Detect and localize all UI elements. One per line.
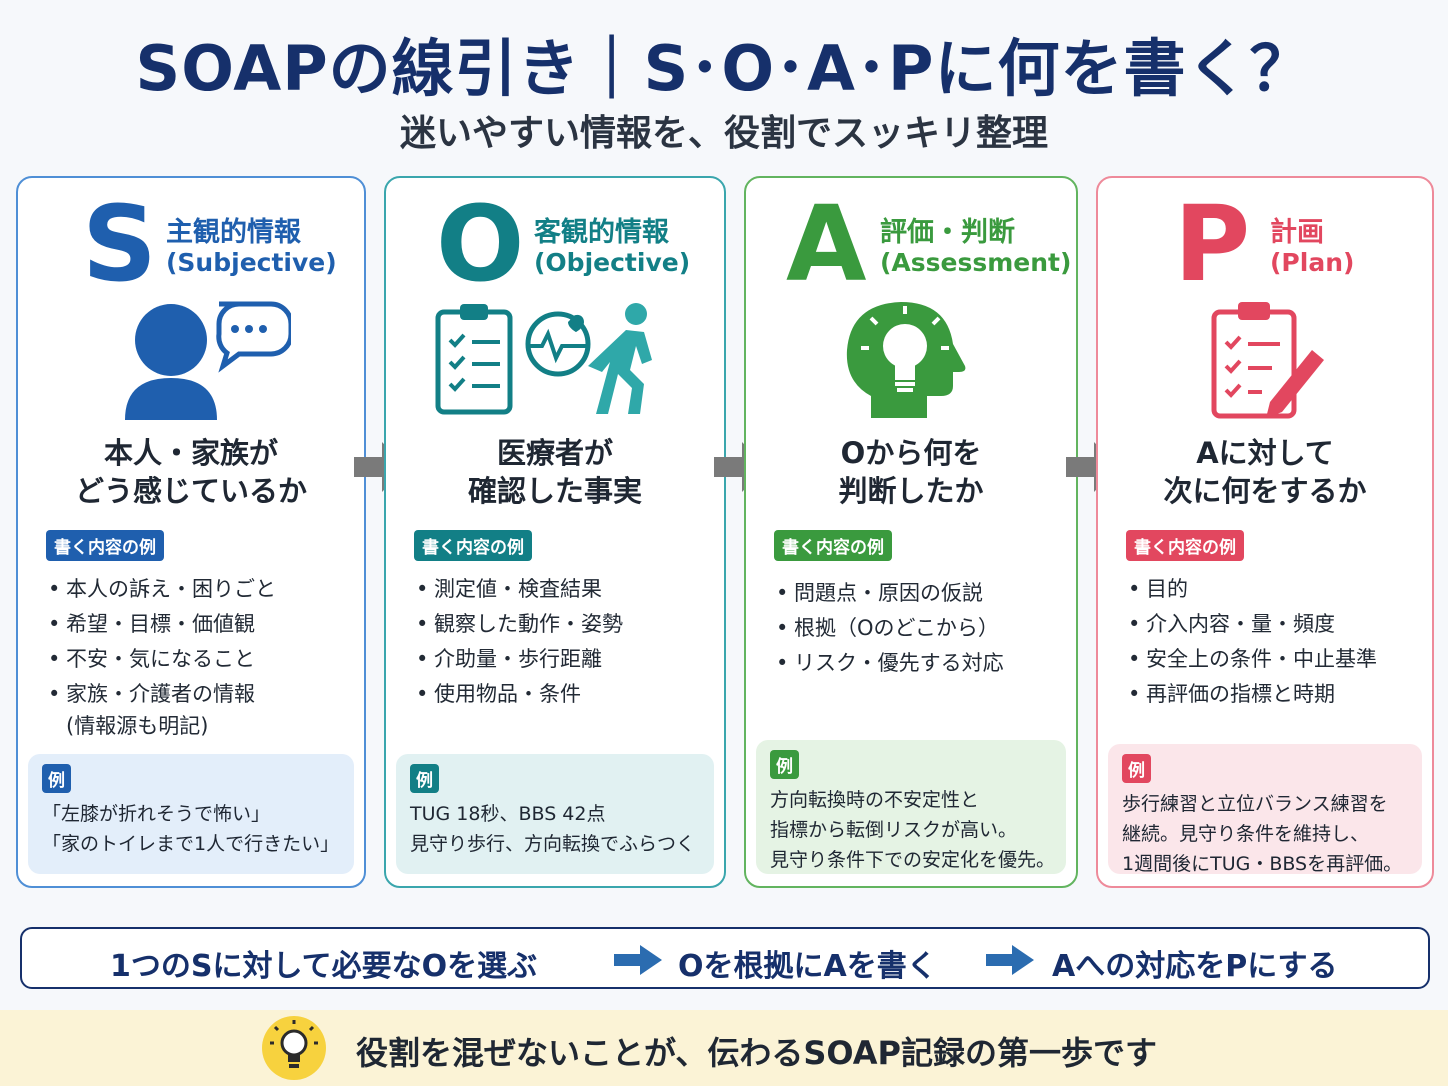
example-tag: 例	[42, 764, 71, 793]
card-main-text: 医療者が 確認した事実	[467, 436, 642, 508]
list-item: 家族・介護者の情報(情報源も明記)	[46, 677, 276, 740]
example-line: 方向転換時の不安定性と	[770, 789, 980, 811]
example-line: TUG 18秒、BBS 42点	[410, 803, 606, 825]
arrow-right-icon	[986, 945, 1034, 975]
person-speech-bubble-icon	[18, 298, 364, 428]
footer-banner: 役割を混ぜないことが、伝わるSOAP記録の第一歩です	[0, 1010, 1448, 1086]
card-letter: O	[436, 183, 525, 305]
card-objective: O 客観的情報 (Objective) 医療者が 確認した事実 書く内容の例 測…	[384, 176, 726, 888]
list-item: 根拠（Oのどこから）	[774, 611, 1004, 646]
card-heading-en: (Assessment)	[880, 248, 1072, 277]
list-item: 希望・目標・価値観	[46, 607, 276, 642]
content-list: 問題点・原因の仮説 根拠（Oのどこから） リスク・優先する対応	[774, 576, 1004, 681]
example-tag: 例	[1122, 754, 1151, 783]
clipboard-pencil-icon	[1098, 298, 1432, 428]
example-line: 継続。見守り条件を維持し、	[1122, 823, 1370, 845]
example-line: 見守り歩行、方向転換でふらつく	[410, 833, 696, 855]
arrow-right-icon	[614, 945, 662, 975]
content-list: 本人の訴え・困りごと 希望・目標・価値観 不安・気になること 家族・介護者の情報…	[46, 572, 276, 740]
card-main-text: Oから何を 判断したか	[838, 436, 984, 508]
card-letter: A	[786, 183, 867, 305]
examples-label: 書く内容の例	[1126, 530, 1244, 561]
examples-label: 書く内容の例	[414, 530, 532, 561]
example-line: 「家のトイレまで1人で行きたい」	[42, 833, 340, 855]
list-item: リスク・優先する対応	[774, 646, 1004, 681]
examples-label: 書く内容の例	[46, 530, 164, 561]
example-box: 例 方向転換時の不安定性と 指標から転倒リスクが高い。 見守り条件下での安定化を…	[756, 740, 1066, 874]
list-item: 目的	[1126, 572, 1377, 607]
card-plan: P 計画 (Plan) Aに対して 次に何をするか 書く内容の例 目的 介入内容…	[1096, 176, 1434, 888]
list-item: 観察した動作・姿勢	[414, 607, 623, 642]
example-box: 例 「左膝が折れそうで怖い」 「家のトイレまで1人で行きたい」	[28, 754, 354, 874]
flow-step-1: 1つのSに対して必要なOを選ぶ	[110, 949, 538, 984]
page-title: SOAPの線引き｜S･O･A･Pに何を書く？	[135, 32, 1313, 105]
list-item: 再評価の指標と時期	[1126, 677, 1377, 712]
head-lightbulb-icon	[746, 298, 1076, 428]
list-item: 安全上の条件・中止基準	[1126, 642, 1377, 677]
list-item: 介入内容・量・頻度	[1126, 607, 1377, 642]
example-line: 歩行練習と立位バランス練習を	[1122, 793, 1388, 815]
flow-step-2: Oを根拠にAを書く	[678, 949, 937, 984]
card-letter: P	[1174, 183, 1251, 305]
example-tag: 例	[770, 750, 799, 779]
content-list: 測定値・検査結果 観察した動作・姿勢 介助量・歩行距離 使用物品・条件	[414, 572, 623, 712]
card-heading-jp: 計画	[1270, 217, 1324, 248]
list-item: 不安・気になること	[46, 642, 276, 677]
card-heading-en: (Plan)	[1270, 248, 1355, 277]
flow-summary-box: 1つのSに対して必要なOを選ぶ Oを根拠にAを書く Aへの対応をPにする	[20, 927, 1430, 989]
example-line: 1週間後にTUG・BBSを再評価。	[1122, 853, 1403, 875]
card-letter: S	[82, 183, 157, 305]
example-box: 例 TUG 18秒、BBS 42点 見守り歩行、方向転換でふらつく	[396, 754, 714, 874]
card-heading-en: (Objective)	[534, 248, 691, 277]
examples-label: 書く内容の例	[774, 530, 892, 561]
list-item: 使用物品・条件	[414, 677, 623, 712]
card-heading-jp: 客観的情報	[534, 217, 669, 248]
clipboard-vitals-walking-icon	[386, 298, 724, 428]
example-tag: 例	[410, 764, 439, 793]
card-heading-en: (Subjective)	[166, 248, 337, 277]
list-item: 介助量・歩行距離	[414, 642, 623, 677]
example-line: 「左膝が折れそうで怖い」	[42, 803, 271, 825]
card-heading-jp: 評価・判断	[880, 217, 1015, 248]
card-subjective: S 主観的情報 (Subjective) 本人・家族が どう感じているか 書く内…	[16, 176, 366, 888]
page-subtitle: 迷いやすい情報を、役割でスッキリ整理	[399, 113, 1048, 154]
content-list: 目的 介入内容・量・頻度 安全上の条件・中止基準 再評価の指標と時期	[1126, 572, 1377, 712]
card-assessment: A 評価・判断 (Assessment) Oから何を 判断したか 書く内容の例 …	[744, 176, 1078, 888]
list-item: 問題点・原因の仮説	[774, 576, 1004, 611]
list-item-note: (情報源も明記)	[66, 714, 209, 738]
card-heading-jp: 主観的情報	[166, 217, 301, 248]
list-item: 本人の訴え・困りごと	[46, 572, 276, 607]
card-main-text: Aに対して 次に何をするか	[1163, 436, 1367, 508]
example-box: 例 歩行練習と立位バランス練習を 継続。見守り条件を維持し、 1週間後にTUG・…	[1108, 744, 1422, 875]
list-item: 測定値・検査結果	[414, 572, 623, 607]
example-line: 見守り条件下での安定化を優先。	[770, 849, 1056, 871]
footer-text: 役割を混ぜないことが、伝わるSOAP記録の第一歩です	[356, 1034, 1157, 1072]
lightbulb-icon	[262, 1016, 326, 1080]
flow-step-3: Aへの対応をPにする	[1052, 949, 1338, 984]
card-main-text: 本人・家族が どう感じているか	[74, 436, 307, 508]
example-line: 指標から転倒リスクが高い。	[770, 819, 1018, 841]
